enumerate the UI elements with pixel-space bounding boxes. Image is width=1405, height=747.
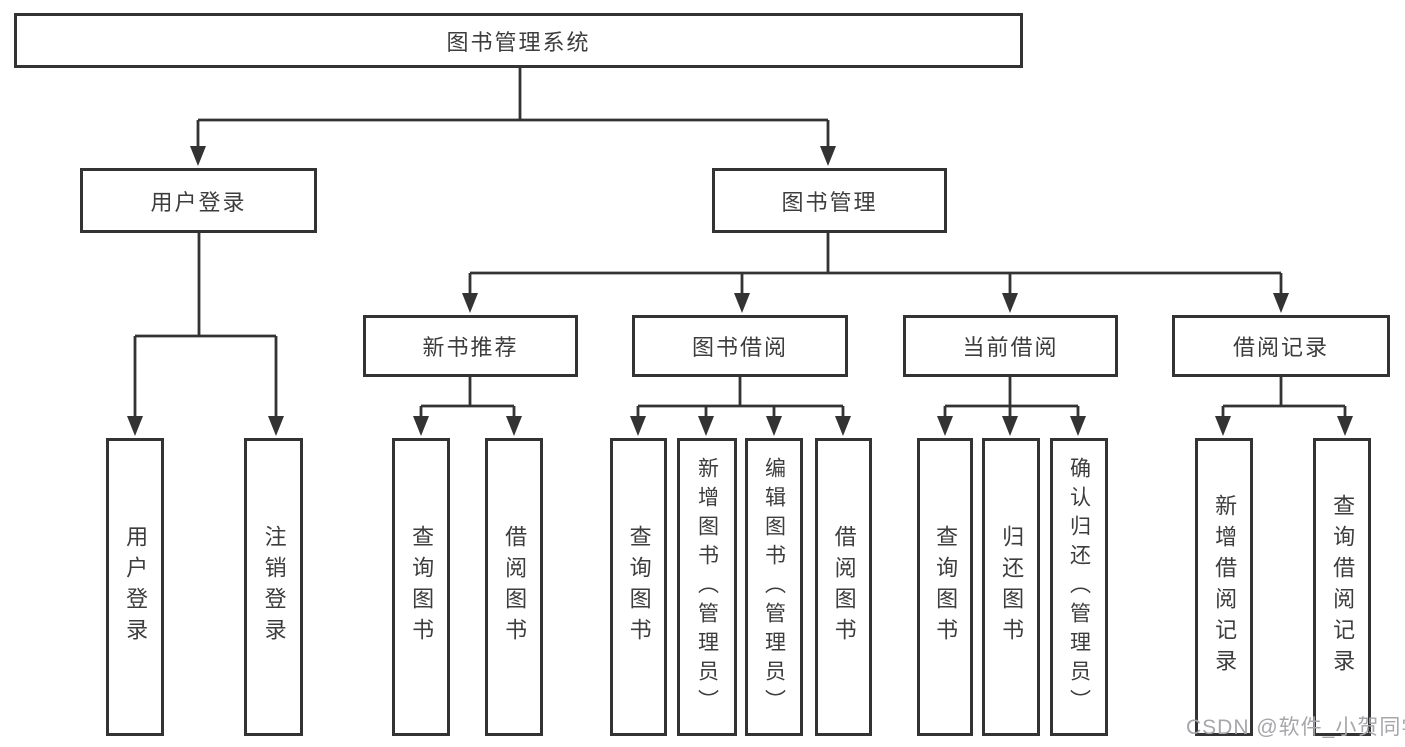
node-current-borrowing: 当前借阅 [903,315,1118,377]
leaf-borrowing-add-book-admin: 新增图书（管理员） [677,438,737,736]
leaf-borrowing-borrow-book: 借阅图书 [815,438,872,736]
watermark: CSDN @软件_小贺同学 [1186,716,1405,739]
leaf-current-confirm-return-admin: 确认归还（管理员） [1050,438,1108,736]
leaf-recommend-borrow-book: 借阅图书 [485,438,543,736]
leaf-records-query-borrow-record: 查询借阅记录 [1313,438,1371,736]
node-library-management-system: 图书管理系统 [14,13,1023,68]
node-borrowing-records: 借阅记录 [1172,315,1390,377]
node-book-borrowing: 图书借阅 [632,315,848,377]
leaf-current-query-book: 查询图书 [917,438,973,736]
leaf-user-login: 用户登录 [106,438,164,736]
arrowheads [127,146,1353,436]
node-book-management: 图书管理 [712,168,947,233]
node-new-book-recommendation: 新书推荐 [363,315,578,377]
node-user-login: 用户登录 [80,168,317,233]
leaf-borrowing-edit-book-admin: 编辑图书（管理员） [745,438,803,736]
leaf-records-add-borrow-record: 新增借阅记录 [1195,438,1253,736]
leaf-recommend-query-book: 查询图书 [392,438,450,736]
leaf-borrowing-query-book: 查询图书 [610,438,667,736]
leaf-logout-login: 注销登录 [244,438,303,736]
leaf-current-return-book: 归还图书 [982,438,1040,736]
